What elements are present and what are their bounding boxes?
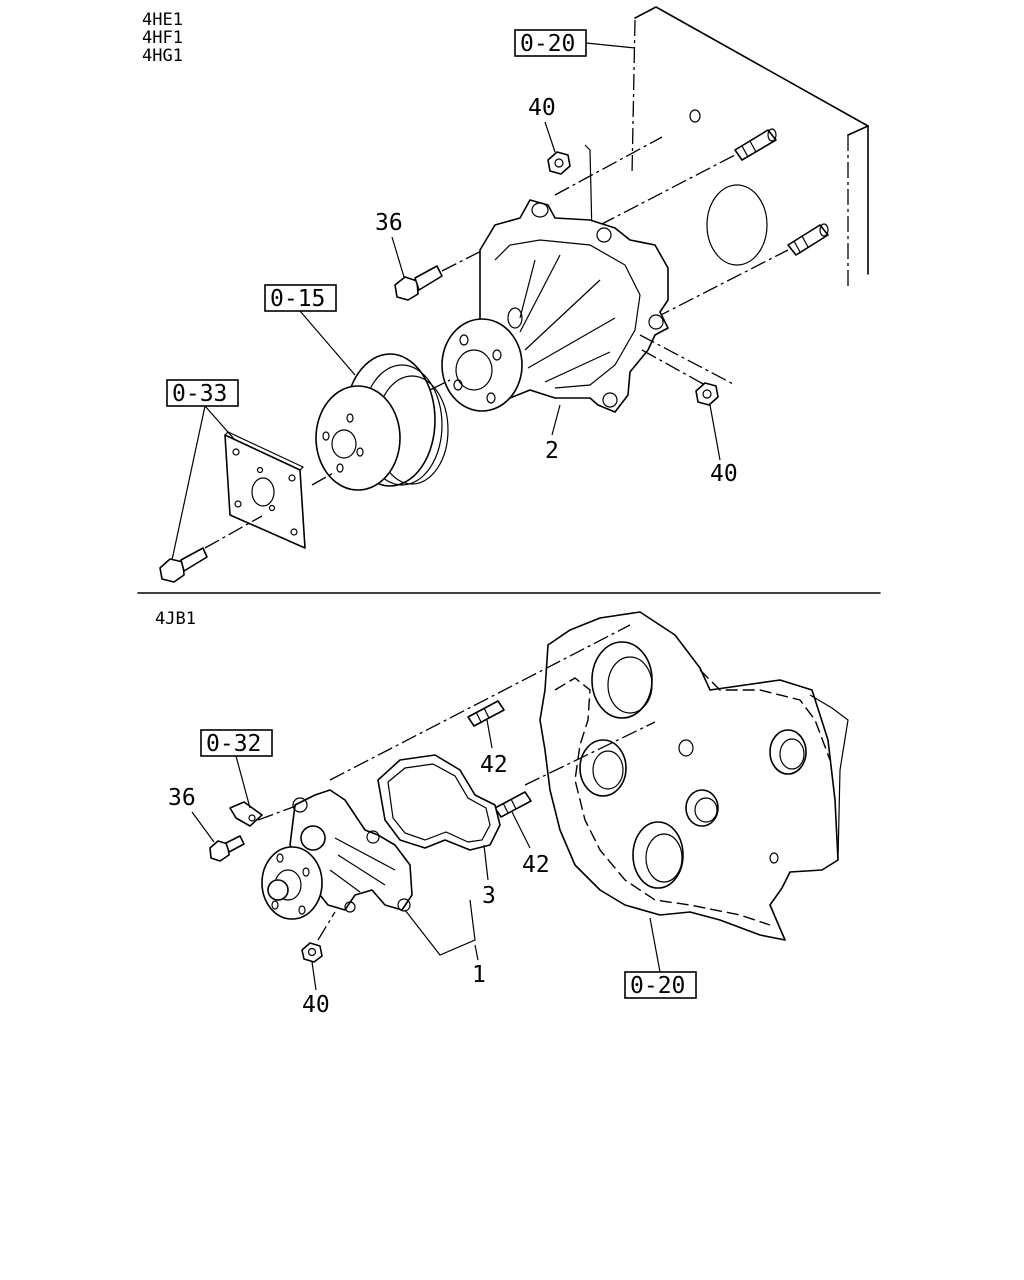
callout-40-top: 40 bbox=[528, 95, 556, 121]
engine-label-4hf1: 4HF1 bbox=[142, 28, 183, 48]
callout-2: 2 bbox=[545, 438, 559, 464]
upper-water-pump bbox=[441, 199, 669, 413]
lower-stud-top bbox=[467, 700, 505, 727]
svg-text:0-20: 0-20 bbox=[630, 973, 685, 999]
svg-text:0-20: 0-20 bbox=[520, 31, 575, 57]
upper-plate-bolt bbox=[159, 547, 208, 583]
lower-nut bbox=[301, 942, 323, 963]
svg-text:0-33: 0-33 bbox=[172, 381, 227, 407]
callout-42-mid: 42 bbox=[522, 852, 550, 878]
callout-42-top: 42 bbox=[480, 752, 508, 778]
callout-3: 3 bbox=[482, 883, 496, 909]
callout-36-upper: 36 bbox=[375, 210, 403, 236]
upper-timing-case-plate bbox=[631, 6, 869, 290]
svg-text:0-15: 0-15 bbox=[270, 286, 325, 312]
callout-1: 1 bbox=[472, 962, 486, 988]
ref-box-upper-case: 0-20 bbox=[514, 29, 636, 57]
ref-box-lower-case: 0-20 bbox=[624, 917, 697, 999]
upper-stud-bottom bbox=[787, 223, 829, 256]
engine-label-4he1: 4HE1 bbox=[142, 10, 183, 30]
callout-40-right: 40 bbox=[710, 461, 738, 487]
upper-stud-top bbox=[734, 128, 777, 161]
upper-nut-bottom bbox=[695, 382, 719, 406]
ref-box-bracket: 0-32 bbox=[200, 729, 273, 809]
lower-bracket bbox=[229, 801, 263, 827]
callout-36-lower: 36 bbox=[168, 785, 196, 811]
engine-label-4hg1: 4HG1 bbox=[142, 46, 183, 66]
lower-gasket bbox=[377, 754, 501, 851]
engine-label-4jb1: 4JB1 bbox=[155, 609, 196, 629]
upper-bolt bbox=[394, 265, 443, 301]
lower-stud-mid bbox=[494, 791, 532, 818]
ref-box-fan-plate: 0-33 bbox=[166, 379, 239, 561]
upper-fan-plate bbox=[223, 431, 306, 549]
callout-40-lower: 40 bbox=[302, 992, 330, 1018]
upper-pulley bbox=[315, 353, 449, 491]
lower-water-pump bbox=[261, 789, 413, 920]
lower-bolt bbox=[209, 835, 245, 862]
svg-text:0-32: 0-32 bbox=[206, 731, 261, 757]
lower-timing-gear-case bbox=[539, 611, 849, 941]
upper-nut-top bbox=[547, 151, 571, 175]
ref-box-pulley: 0-15 bbox=[264, 284, 356, 376]
